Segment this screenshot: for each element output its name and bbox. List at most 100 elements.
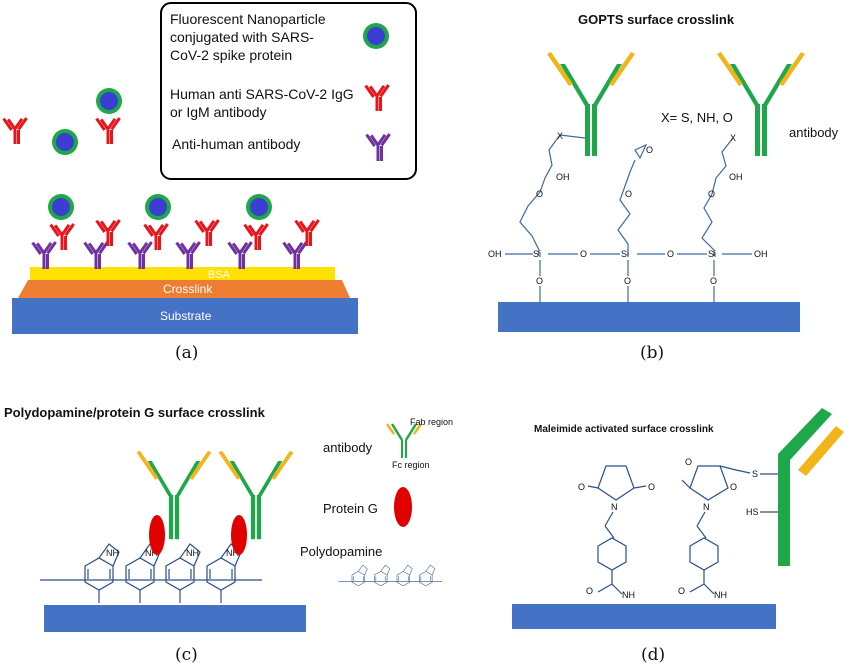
atom-o: O xyxy=(685,457,692,467)
antibody-label-c: antibody xyxy=(323,440,373,455)
panel-d-substrate xyxy=(512,604,776,629)
legend-antibody-icon xyxy=(385,423,423,458)
atom-x-left: X xyxy=(557,131,563,141)
bsa-label: BSA xyxy=(208,269,231,281)
legend-nanoparticle-icon xyxy=(363,23,389,49)
atom-o: O xyxy=(578,482,585,492)
atom-nh: NH xyxy=(622,590,635,600)
legend-box xyxy=(160,2,417,180)
anti-human-antibody xyxy=(282,241,308,269)
protein-g xyxy=(231,515,247,555)
nanoparticle-bound-free xyxy=(96,88,122,114)
atom-si-2: Si xyxy=(621,249,629,259)
atom-o-bridge-2: O xyxy=(667,249,674,259)
anti-human-antibody xyxy=(127,241,153,269)
panel-b: GOPTS surface crosslink X= S, NH, O anti… xyxy=(488,12,839,363)
maleimide-left: O O N O NH xyxy=(578,465,655,600)
atom-o: O xyxy=(586,586,593,596)
panel-b-substrate xyxy=(498,302,800,332)
gopts-chain-left xyxy=(519,134,586,257)
fab-region-label: Fab region xyxy=(410,417,453,427)
anti-human-antibody xyxy=(175,241,201,269)
anti-human-antibody xyxy=(227,241,253,269)
anti-human-antibody xyxy=(31,241,57,269)
legend-np-line2: conjugated with SARS- xyxy=(170,29,314,45)
crosslink-layer xyxy=(18,280,350,298)
atom-nh: NH xyxy=(226,548,239,558)
atom-oh-right: OH xyxy=(729,172,743,182)
atom-o: O xyxy=(678,586,685,596)
captured-nanoparticle xyxy=(246,194,272,220)
atom-n: N xyxy=(703,502,710,512)
atom-o: O xyxy=(648,482,655,492)
captured-nanoparticle xyxy=(145,194,171,220)
protein-g xyxy=(149,515,165,555)
panel-d: Maleimide activated surface crosslink O … xyxy=(512,408,844,665)
caption-b: (b) xyxy=(640,343,664,363)
antibody-c-left xyxy=(136,450,212,540)
legend-np-line1: Fluorescent Nanoparticle xyxy=(170,11,326,27)
atom-hs: HS xyxy=(746,507,759,517)
atom-o-middle: O xyxy=(625,189,632,199)
substrate-layer xyxy=(12,298,358,334)
panel-c: Polydopamine/protein G surface crosslink… xyxy=(4,405,453,665)
fc-region-label: Fc region xyxy=(392,460,430,470)
free-nanoparticle xyxy=(52,129,78,155)
atom-o-left: O xyxy=(536,189,543,199)
atom-oh-end-left: OH xyxy=(488,249,502,259)
atom-s: S xyxy=(752,469,758,479)
atom-o: O xyxy=(730,482,737,492)
atom-nh: NH xyxy=(106,548,119,558)
caption-c: (c) xyxy=(175,645,198,665)
panel-c-substrate xyxy=(44,605,306,632)
legend-anti-human-label: Anti-human antibody xyxy=(172,136,300,152)
caption-a: (a) xyxy=(175,343,198,363)
x-definition: X= S, NH, O xyxy=(661,110,733,125)
atom-oh-end-right: OH xyxy=(754,249,768,259)
atom-nh: NH xyxy=(145,548,158,558)
atom-x-right: X xyxy=(730,133,736,143)
antibody-label-b: antibody xyxy=(789,125,839,140)
atom-o-bridge-1: O xyxy=(580,249,587,259)
protein-g-label: Protein G xyxy=(323,501,378,516)
anti-human-antibody xyxy=(83,241,109,269)
maleimide-right: O O N S O NH HS xyxy=(678,457,778,600)
crosslink-label: Crosslink xyxy=(163,282,213,296)
bound-human-antibody xyxy=(294,219,320,246)
bsa-layer xyxy=(30,267,335,280)
bound-human-antibody xyxy=(95,219,121,246)
antibody-d xyxy=(778,408,844,566)
atom-nh: NH xyxy=(714,590,727,600)
substrate-label: Substrate xyxy=(160,309,212,323)
atom-n: N xyxy=(611,502,618,512)
atom-o-right: O xyxy=(708,189,715,199)
atom-o-anchor-2: O xyxy=(624,276,631,286)
gopts-chain-right xyxy=(701,137,734,256)
atom-si-1: Si xyxy=(533,249,541,259)
free-human-antibody xyxy=(2,117,28,144)
legend-protein-g-icon xyxy=(394,487,412,527)
panel-c-title: Polydopamine/protein G surface crosslink xyxy=(4,405,266,420)
gopts-chain-middle xyxy=(617,159,636,256)
atom-o-anchor-3: O xyxy=(710,276,717,286)
polydopamine-layer: NH NH NH NH xyxy=(40,543,262,603)
antibody-c-right xyxy=(218,450,294,540)
polydopamine-label: Polydopamine xyxy=(300,544,382,559)
atom-oh-left: OH xyxy=(556,172,570,182)
legend-human-ab-line1: Human anti SARS-CoV-2 IgG xyxy=(170,86,354,102)
caption-d: (d) xyxy=(641,645,665,665)
legend-np-line3: CoV-2 spike protein xyxy=(170,47,292,63)
panel-a: Fluorescent Nanoparticle conjugated with… xyxy=(2,2,417,363)
atom-si-3: Si xyxy=(708,249,716,259)
atom-o-anchor-1: O xyxy=(536,276,543,286)
legend-polydopamine-icon xyxy=(338,564,443,587)
human-antibody-with-np xyxy=(95,117,121,144)
panel-d-title: Maleimide activated surface crosslink xyxy=(534,424,714,435)
legend-human-ab-line2: or IgM antibody xyxy=(170,104,267,120)
captured-nanoparticle xyxy=(48,194,74,220)
atom-o-epoxide: O xyxy=(646,145,653,155)
epoxide-ring xyxy=(634,143,648,160)
atom-nh: NH xyxy=(186,548,199,558)
panel-b-title: GOPTS surface crosslink xyxy=(578,12,735,27)
